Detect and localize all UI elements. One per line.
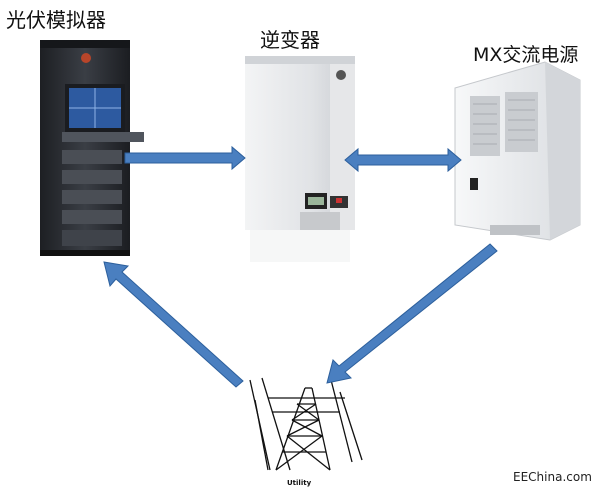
pv-simulator-label: 光伏模拟器 <box>6 8 106 32</box>
inverter-device <box>245 56 355 262</box>
pv-simulator-rack <box>40 40 144 256</box>
mx-ac-source-label: MX交流电源 <box>473 44 579 66</box>
mx-ac-source-device <box>454 61 581 241</box>
utility-label: Utility <box>287 479 312 487</box>
source-watermark: EEChina.com <box>513 470 592 484</box>
inverter-label: 逆变器 <box>260 28 320 52</box>
arrow-utility-to-pv <box>103 261 244 388</box>
arrow-mx-to-utility <box>326 243 498 384</box>
arrow-inverter-mx <box>344 147 462 173</box>
arrow-pv-to-inverter <box>124 145 246 171</box>
utility-tower <box>249 375 363 471</box>
